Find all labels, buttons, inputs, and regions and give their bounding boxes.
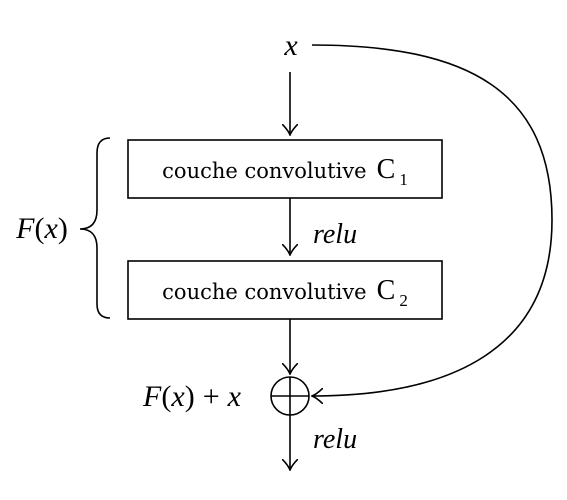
conv-layer-c1-label: couche convolutive C 1 bbox=[162, 154, 408, 189]
function-label: F(x) bbox=[15, 212, 68, 245]
conv-layer-c2-box bbox=[127, 260, 443, 320]
skip-connection bbox=[312, 44, 553, 396]
sum-operator bbox=[270, 376, 310, 416]
conv-layer-c2: couche convolutive C 2 bbox=[127, 260, 443, 320]
input-label: x bbox=[283, 29, 298, 62]
conv-layer-c2-label: couche convolutive C 2 bbox=[162, 275, 408, 310]
activation-mid-label: relu bbox=[313, 219, 357, 250]
conv-layer-c1: couche convolutive C 1 bbox=[127, 139, 443, 199]
curly-brace bbox=[79, 137, 111, 319]
conv-layer-c1-box bbox=[127, 139, 443, 199]
sum-label: F(x)+x bbox=[142, 380, 242, 413]
activation-out-label: relu bbox=[313, 424, 357, 455]
